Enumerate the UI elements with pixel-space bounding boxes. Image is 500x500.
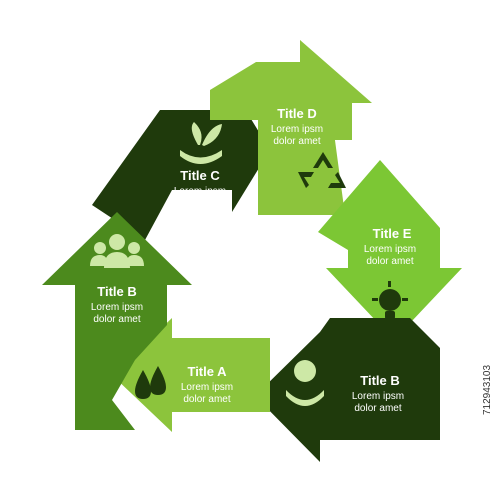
segment-title-d-title: Title D	[277, 106, 317, 121]
segment-title-c: Title C Lorem ipsm dolor amet	[92, 88, 270, 240]
segment-title-a: Title A Lorem ipsm dolor amet	[112, 318, 270, 432]
segment-title-e-shape	[318, 160, 462, 340]
hands-plant-icon	[180, 122, 222, 164]
water-drops-icon	[135, 366, 166, 399]
people-group-icon	[90, 234, 144, 268]
segment-title-b-left-line1: Lorem ipsm	[91, 302, 143, 313]
segment-title-b-left-line2: dolor amet	[93, 314, 140, 325]
segment-title-b-bottom-shape	[255, 318, 440, 462]
segment-title-b-bottom-line2: dolor amet	[354, 403, 401, 414]
segment-title-e: Title E Lorem ipsm dolor amet	[318, 160, 462, 340]
stock-id-label: 712943103	[482, 365, 493, 415]
segment-title-c-line2: dolor amet	[176, 198, 223, 209]
segment-title-d: Title D Lorem ipsm dolor amet	[210, 40, 372, 215]
segment-title-a-title: Title A	[187, 364, 227, 379]
segment-title-b-bottom-title: Title B	[360, 373, 400, 388]
segment-title-c-line1: Lorem ipsm	[174, 186, 226, 197]
segment-title-d-line2: dolor amet	[273, 136, 320, 147]
segment-title-a-shape	[112, 318, 270, 432]
recycle-icon	[298, 152, 346, 188]
segment-title-e-line1: Lorem ipsm	[364, 244, 416, 255]
hands-globe-icon	[286, 360, 324, 406]
segment-title-a-line1: Lorem ipsm	[181, 382, 233, 393]
lightbulb-icon	[372, 281, 408, 319]
segment-title-c-shape	[92, 88, 270, 240]
segment-title-b-left-shape	[42, 212, 192, 430]
segment-title-b-left: Title B Lorem ipsm dolor amet	[42, 212, 192, 430]
segment-title-e-line2: dolor amet	[366, 256, 413, 267]
segment-title-d-arrowhead	[300, 40, 372, 140]
segment-title-a-line2: dolor amet	[183, 394, 230, 405]
segment-title-b-left-title: Title B	[97, 284, 137, 299]
segment-title-b-bottom: Title B Lorem ipsm dolor amet	[255, 318, 440, 462]
segment-title-b-bottom-line1: Lorem ipsm	[352, 391, 404, 402]
segment-title-e-title: Title E	[373, 226, 412, 241]
segment-title-d-line1: Lorem ipsm	[271, 124, 323, 135]
segment-title-c-title: Title C	[180, 168, 220, 183]
